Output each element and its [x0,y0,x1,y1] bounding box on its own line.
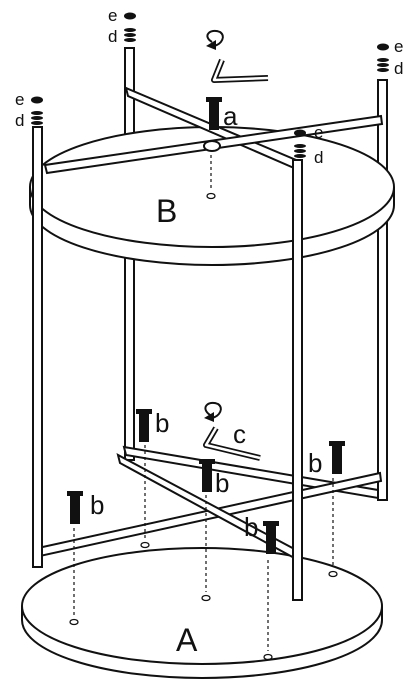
cap-washer-back-left [124,12,136,42]
screw-a-label: a [223,101,238,131]
bolt-label-5: b [244,512,258,542]
panel-a-label: A [176,622,198,658]
bolts-b [67,409,345,554]
washer-label-3: d [15,111,24,130]
bolt-label-1: b [155,408,169,438]
cap-label-1: e [108,6,117,25]
bolt-label-4: b [308,448,322,478]
cap-label-3: e [15,90,24,109]
hex-key-bottom [203,402,261,461]
hex-key-bottom-label: c [233,419,246,449]
screw-a [206,97,222,130]
washer-label-2: d [394,59,403,78]
bolt-label-3: b [90,490,104,520]
washer-label-4: d [314,148,323,167]
cap-label-4: e [314,123,323,142]
guide-lines [73,155,334,651]
panel-a [21,541,383,679]
cap-washer-front-right [294,129,306,158]
bolt-label-2: b [215,468,229,498]
bolt-1 [136,409,152,442]
panel-b-label: B [156,193,177,229]
cap-washer-front-left [31,96,43,125]
cap-label-2: e [394,37,403,56]
bolt-5 [263,521,279,554]
cap-washer-back-right [377,43,389,72]
bolt-4 [329,441,345,474]
bolt-3 [67,491,83,524]
hex-key-top [206,30,269,83]
bolt-2 [199,459,215,492]
front-legs [32,126,303,601]
washer-label-1: d [108,27,117,46]
